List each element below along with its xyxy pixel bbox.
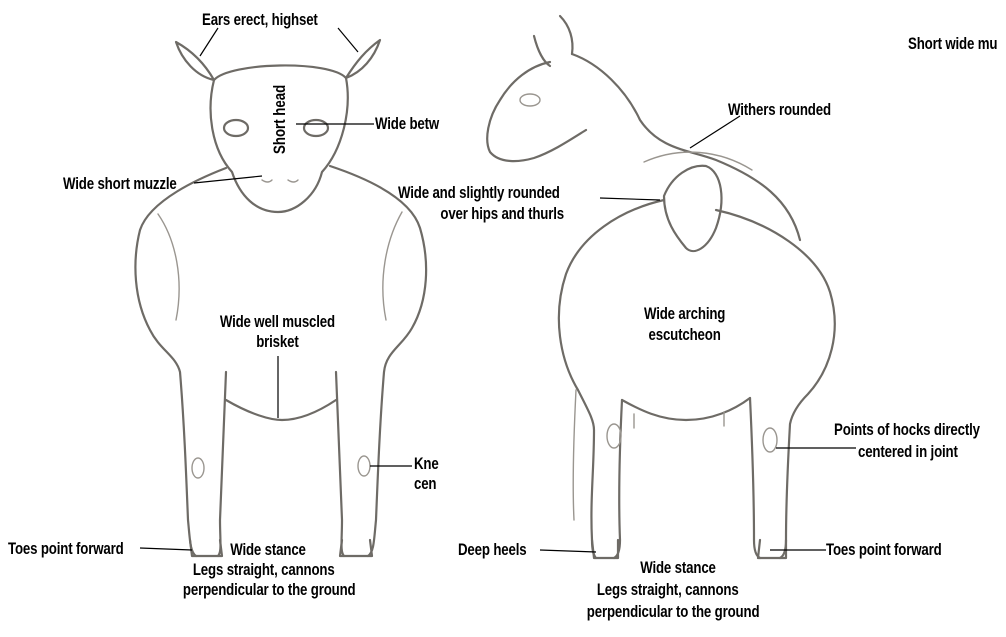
label-escutcheon-line1: Wide arching bbox=[630, 304, 739, 324]
rear-goat-eye bbox=[520, 94, 540, 106]
label-knees-line2: cen bbox=[414, 474, 436, 494]
front-inner-left-leg bbox=[218, 372, 226, 556]
leader-front-toes bbox=[140, 548, 192, 550]
leader-withers bbox=[690, 116, 740, 148]
label-front-stance-line2: Legs straight, cannons bbox=[174, 560, 353, 580]
leader-ears-right bbox=[338, 28, 358, 52]
front-left-ear bbox=[176, 42, 214, 80]
rear-far-leg bbox=[573, 390, 576, 520]
label-brisket-line2: brisket bbox=[215, 332, 340, 352]
label-heels: Deep heels bbox=[458, 540, 526, 560]
label-rear-stance-line1: Wide stance bbox=[600, 558, 756, 578]
rear-right-body bbox=[716, 210, 835, 558]
label-knees-line1: Kne bbox=[414, 454, 439, 474]
label-short-wide-partial: Short wide mu bbox=[908, 34, 1006, 54]
front-left-shoulder bbox=[158, 214, 179, 320]
front-nostrils bbox=[262, 180, 298, 182]
front-left-knee bbox=[192, 458, 204, 478]
rear-udder bbox=[622, 398, 750, 420]
label-wide-between-eyes: Wide betw bbox=[375, 114, 445, 134]
rear-goat-head bbox=[487, 62, 586, 161]
label-rear-stance-line3: perpendicular to the ground bbox=[560, 602, 786, 622]
rear-goat-sketch bbox=[487, 16, 835, 558]
rear-left-body bbox=[559, 200, 664, 558]
front-brisket-curve bbox=[226, 400, 336, 420]
label-short-head: Short head bbox=[270, 85, 290, 154]
leader-hips bbox=[600, 198, 660, 200]
rear-left-hoof bbox=[592, 540, 618, 558]
rear-tail bbox=[664, 166, 721, 251]
front-left-body bbox=[135, 168, 226, 556]
label-hocks-line1: Points of hocks directly bbox=[834, 420, 980, 440]
label-hips-line2: over hips and thurls bbox=[432, 204, 572, 224]
leader-heels bbox=[540, 550, 596, 552]
label-hocks-line2: centered in joint bbox=[858, 442, 958, 462]
label-brisket-line1: Wide well muscled bbox=[215, 312, 340, 332]
label-rear-toes: Toes point forward bbox=[826, 540, 942, 560]
label-withers: Withers rounded bbox=[728, 100, 831, 120]
front-right-ear bbox=[346, 40, 380, 78]
rear-right-hock bbox=[763, 428, 777, 452]
rear-left-hock bbox=[607, 424, 621, 448]
label-front-stance-line1: Wide stance bbox=[190, 540, 346, 560]
front-right-shoulder bbox=[383, 212, 402, 320]
rear-goat-horn bbox=[560, 16, 573, 54]
front-right-knee bbox=[358, 456, 370, 476]
front-right-eye bbox=[304, 120, 328, 136]
front-inner-right-leg bbox=[336, 372, 344, 556]
label-front-toes: Toes point forward bbox=[8, 539, 124, 559]
front-right-body bbox=[330, 166, 426, 556]
front-left-eye bbox=[224, 120, 248, 136]
label-front-stance-line3: perpendicular to the ground bbox=[160, 580, 378, 600]
label-rear-stance-line2: Legs straight, cannons bbox=[578, 580, 757, 600]
label-ears: Ears erect, highset bbox=[202, 10, 318, 30]
label-muzzle: Wide short muzzle bbox=[63, 174, 177, 194]
label-hips-line1: Wide and slightly rounded bbox=[398, 183, 560, 203]
rear-goat-neck bbox=[572, 54, 800, 240]
rear-inner-right-leg bbox=[750, 398, 760, 558]
leader-ears-left bbox=[200, 28, 218, 56]
label-escutcheon-line2: escutcheon bbox=[630, 325, 739, 345]
